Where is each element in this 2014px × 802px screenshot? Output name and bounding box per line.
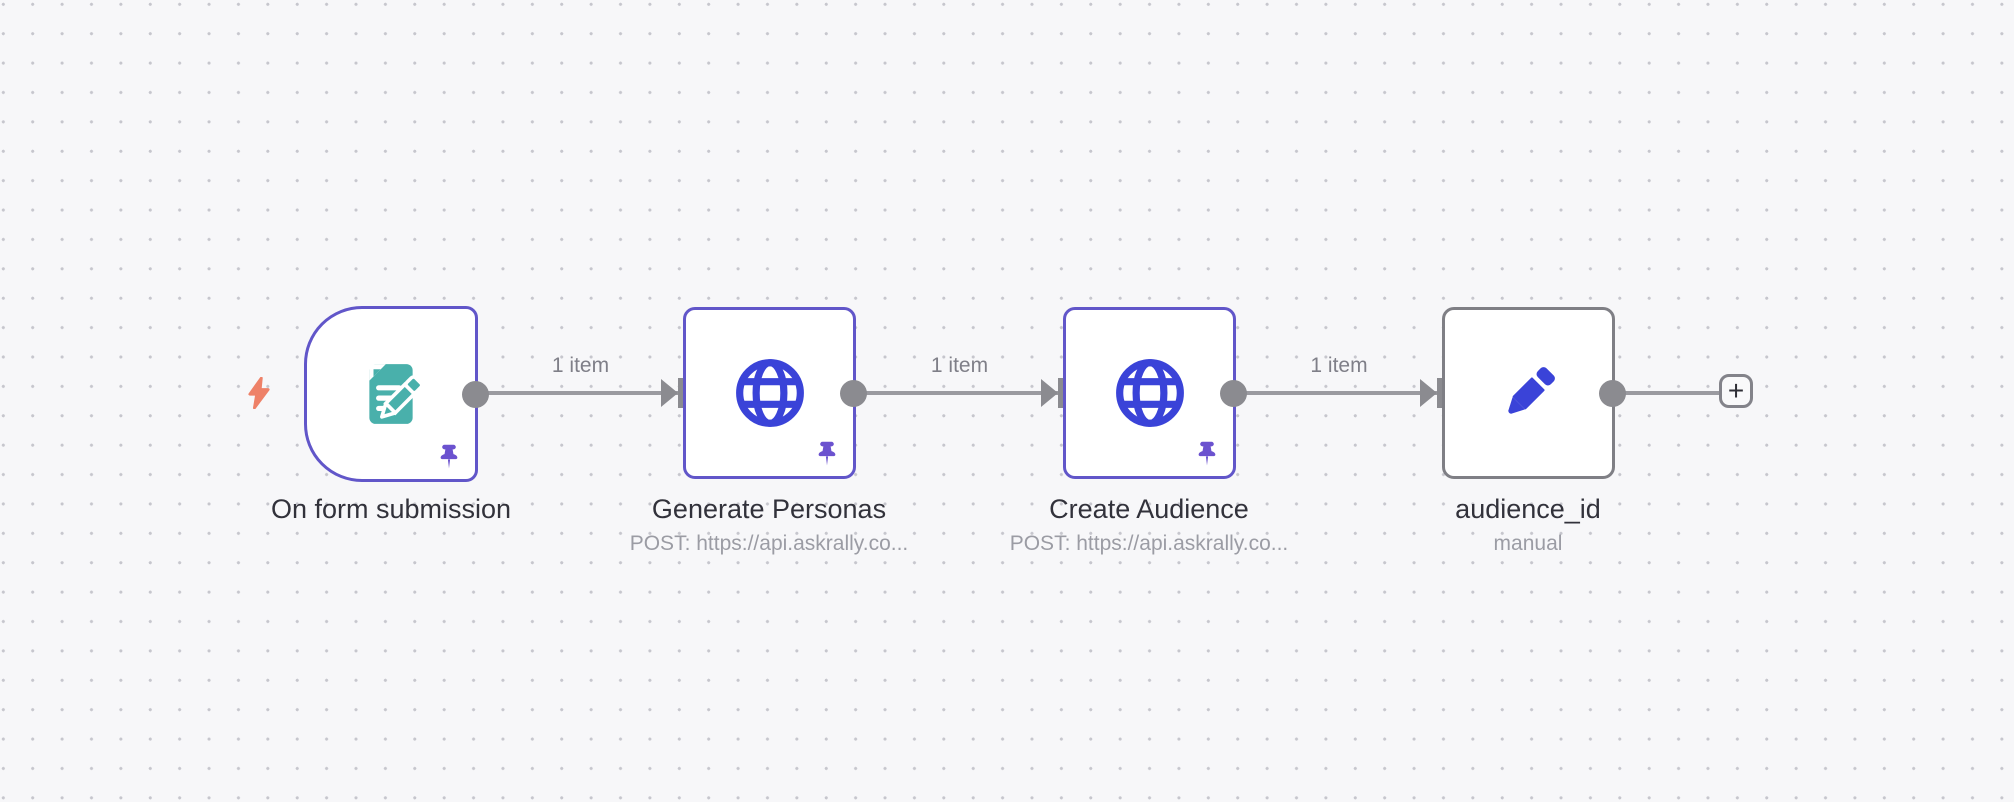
form-document-pencil-icon (357, 360, 425, 428)
connection[interactable]: 1 item (1236, 354, 1448, 408)
output-port[interactable] (1220, 379, 1247, 407)
node-on-form-submission[interactable] (304, 306, 489, 482)
pencil-icon (1492, 356, 1566, 430)
input-port-arrow-icon (1041, 379, 1058, 407)
output-port[interactable] (462, 380, 489, 408)
connection-items-label: 1 item (551, 354, 610, 377)
node-title: On form submission (270, 494, 512, 524)
output-port[interactable] (840, 379, 867, 407)
connection[interactable]: 1 item (856, 354, 1069, 408)
add-node-button[interactable]: + (1719, 374, 1753, 408)
pin-icon (1197, 441, 1217, 468)
connection-items-label: 1 item (930, 354, 989, 377)
input-port-arrow-icon (661, 379, 678, 407)
pin-icon (439, 444, 459, 471)
globe-icon (1113, 356, 1187, 430)
node-title: Generate Personas (651, 494, 887, 524)
node-title: audience_id (1455, 494, 1601, 524)
connection-to-add-button[interactable] (1615, 391, 1719, 395)
globe-icon (733, 356, 807, 430)
node-generate-personas[interactable] (683, 307, 867, 479)
node-subtitle: manual (1493, 532, 1563, 556)
connection-items-label: 1 item (1310, 354, 1368, 377)
node-audience-id[interactable] (1442, 307, 1626, 479)
node-subtitle: POST: https://api.askrally.co... (1009, 532, 1289, 556)
node-title: Create Audience (1049, 494, 1249, 524)
connection[interactable]: 1 item (478, 354, 689, 408)
node-label-on-form-submission: On form submission (271, 494, 511, 525)
node-label-generate-personas: Generate Personas POST: https://api.askr… (630, 494, 909, 556)
node-label-create-audience: Create Audience POST: https://api.askral… (1010, 494, 1289, 556)
trigger-lightning-icon (243, 376, 275, 410)
node-label-audience-id: audience_id manual (1455, 494, 1601, 556)
output-port[interactable] (1599, 379, 1626, 407)
node-subtitle: POST: https://api.askrally.co... (629, 532, 909, 556)
node-create-audience[interactable] (1063, 307, 1247, 479)
pin-icon (817, 441, 837, 468)
input-port-arrow-icon (1420, 379, 1437, 407)
